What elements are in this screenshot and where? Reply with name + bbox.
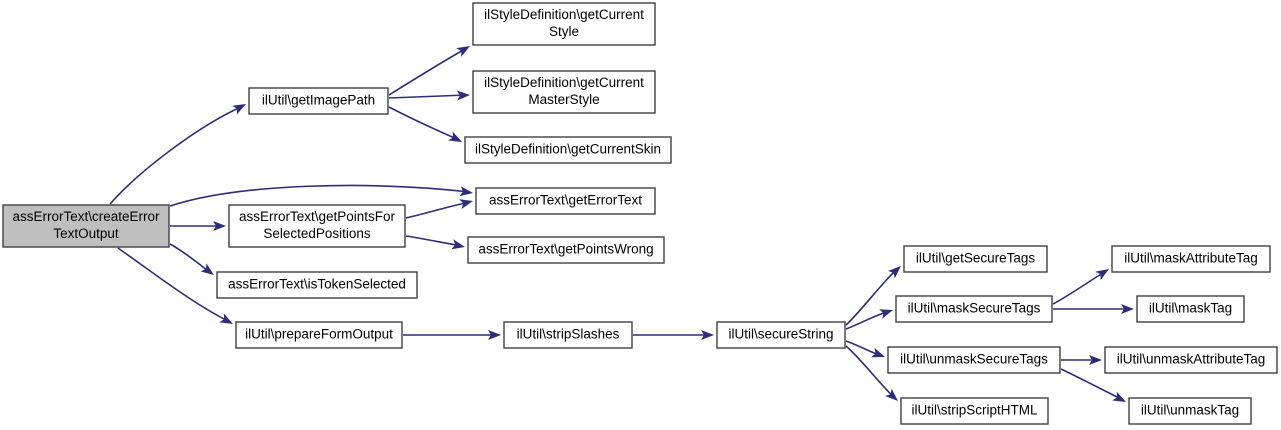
call-edge: [405, 235, 463, 247]
node-label: ilUtil\maskAttributeTag: [1124, 251, 1258, 266]
node-box[interactable]: [467, 236, 665, 264]
node-box[interactable]: [248, 87, 389, 115]
node-box[interactable]: [895, 295, 1053, 323]
graph-node-secureString[interactable]: ilUtil\secureString: [716, 321, 846, 349]
node-label: ilUtil\maskSecureTags: [908, 301, 1041, 316]
arrowhead-icon: [232, 104, 246, 115]
node-box[interactable]: [1111, 245, 1271, 273]
graph-node-stripScriptHTML[interactable]: ilUtil\stripScriptHTML: [900, 397, 1049, 425]
node-label: assErrorText\getPointsFor: [239, 209, 396, 224]
graph-node-unmaskTag[interactable]: ilUtil\unmaskTag: [1128, 397, 1252, 425]
node-label: MasterStyle: [528, 92, 599, 107]
graph-node-maskSecureTags[interactable]: ilUtil\maskSecureTags: [895, 295, 1053, 323]
node-box[interactable]: [716, 321, 846, 349]
node-label: ilUtil\unmaskSecureTags: [900, 352, 1048, 367]
graph-node-stripSlashes[interactable]: ilUtil\stripSlashes: [503, 321, 633, 349]
arrowhead-icon: [1089, 355, 1102, 365]
arrowhead-icon: [1121, 304, 1134, 314]
node-label: assErrorText\getPointsWrong: [478, 242, 653, 257]
arrowhead-icon: [213, 221, 226, 231]
node-label: ilUtil\unmaskAttributeTag: [1117, 352, 1266, 367]
call-edge: [169, 184, 471, 207]
node-box[interactable]: [472, 2, 656, 46]
node-box[interactable]: [464, 136, 672, 164]
call-edge: [845, 267, 899, 326]
node-box[interactable]: [235, 321, 403, 349]
arrowhead-layer: [200, 46, 1134, 402]
node-box[interactable]: [503, 321, 633, 349]
node-box[interactable]: [1136, 295, 1245, 323]
graph-node-getSecureTags[interactable]: ilUtil\getSecureTags: [903, 245, 1048, 273]
node-box[interactable]: [216, 271, 418, 299]
node-box[interactable]: [903, 245, 1048, 273]
arrowhead-icon: [488, 330, 501, 340]
arrowhead-icon: [456, 90, 470, 101]
arrowhead-icon: [1112, 391, 1126, 402]
node-label: ilUtil\prepareFormOutput: [245, 327, 393, 342]
graph-node-getPointsWrong[interactable]: assErrorText\getPointsWrong: [467, 236, 665, 264]
arrowhead-icon: [451, 239, 465, 250]
arrowhead-icon: [448, 131, 462, 142]
node-label: ilUtil\stripSlashes: [517, 327, 620, 342]
graph-node-unmaskAttributeTag[interactable]: ilUtil\unmaskAttributeTag: [1104, 346, 1278, 374]
node-label: ilStyleDefinition\getCurrent: [484, 75, 644, 90]
node-label: TextOutput: [53, 226, 119, 241]
node-box[interactable]: [1104, 346, 1278, 374]
node-label: assErrorText\createError: [12, 209, 160, 224]
node-label: ilUtil\secureString: [728, 327, 833, 342]
arrowhead-icon: [887, 266, 901, 279]
call-edge: [388, 47, 468, 96]
graph-node-getPointsForSelectedPositions[interactable]: assErrorText\getPointsForSelectedPositio…: [228, 204, 406, 248]
arrowhead-icon: [459, 186, 473, 197]
node-box[interactable]: [472, 70, 656, 114]
arrowhead-icon: [456, 46, 470, 57]
call-edge: [109, 105, 244, 205]
graph-node-getCurrentSkin[interactable]: ilStyleDefinition\getCurrentSkin: [464, 136, 672, 164]
call-edge: [1052, 270, 1107, 305]
node-label: ilUtil\stripScriptHTML: [911, 403, 1038, 418]
node-box[interactable]: [228, 204, 406, 248]
arrowhead-icon: [200, 263, 214, 275]
graph-node-unmaskSecureTags[interactable]: ilUtil\unmaskSecureTags: [887, 346, 1061, 374]
call-edge: [117, 247, 231, 323]
node-label: Style: [549, 24, 579, 39]
node-box[interactable]: [475, 187, 656, 215]
arrowhead-icon: [219, 313, 233, 324]
arrowhead-icon: [879, 309, 893, 319]
arrowhead-icon: [871, 347, 885, 358]
arrowhead-icon: [1095, 269, 1109, 281]
node-label: ilUtil\getImagePath: [262, 93, 375, 108]
arrowhead-icon: [459, 199, 473, 209]
node-label: SelectedPositions: [263, 226, 371, 241]
graph-node-maskTag[interactable]: ilUtil\maskTag: [1136, 295, 1245, 323]
node-box[interactable]: [887, 346, 1061, 374]
graph-node-maskAttributeTag[interactable]: ilUtil\maskAttributeTag: [1111, 245, 1271, 273]
call-edge: [405, 201, 471, 219]
node-box[interactable]: [2, 204, 170, 248]
graph-node-getErrorText[interactable]: assErrorText\getErrorText: [475, 187, 656, 215]
node-label: ilUtil\maskTag: [1149, 301, 1232, 316]
call-edge: [388, 106, 460, 141]
arrowhead-icon: [701, 330, 714, 340]
node-box[interactable]: [1128, 397, 1252, 425]
node-label: ilUtil\getSecureTags: [916, 251, 1036, 266]
node-box[interactable]: [900, 397, 1049, 425]
node-label: ilStyleDefinition\getCurrentSkin: [475, 142, 661, 157]
call-edge: [388, 94, 468, 99]
node-label: assErrorText\isTokenSelected: [228, 277, 406, 292]
arrowhead-icon: [884, 388, 898, 401]
node-label: assErrorText\getErrorText: [489, 193, 642, 208]
node-label: ilUtil\unmaskTag: [1141, 403, 1239, 418]
graph-node-getImagePath[interactable]: ilUtil\getImagePath: [248, 87, 389, 115]
graph-node-isTokenSelected[interactable]: assErrorText\isTokenSelected: [216, 271, 418, 299]
call-edge: [169, 243, 212, 274]
node-label: ilStyleDefinition\getCurrent: [484, 7, 644, 22]
graph-node-prepareFormOutput[interactable]: ilUtil\prepareFormOutput: [235, 321, 403, 349]
